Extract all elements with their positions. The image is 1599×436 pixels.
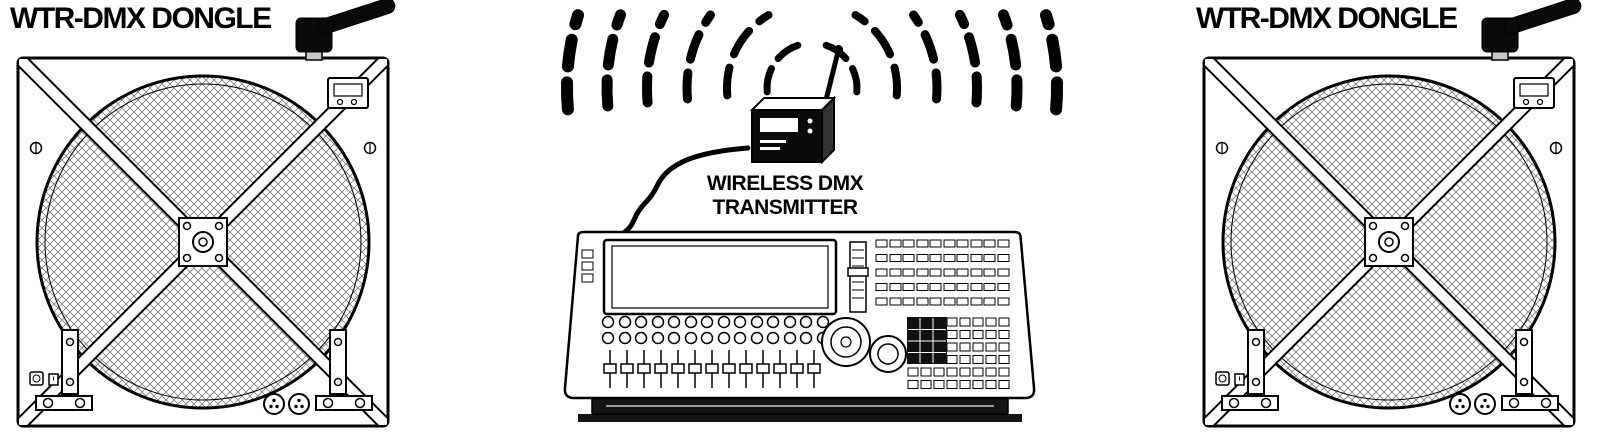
- transmitter-label-line2: TRANSMITTER: [712, 195, 859, 219]
- fan-unit-graphic-right: [1192, 0, 1587, 436]
- wireless-signal-waves: [567, 15, 1057, 110]
- console-wheels: [821, 317, 907, 373]
- center-section: WIRELESS DMX TRANSMITTER: [520, 0, 1080, 436]
- lighting-console-graphic: [563, 230, 1036, 422]
- console-side-buttons: [581, 249, 594, 283]
- console-foot: [578, 414, 1022, 422]
- transmitter-antenna: [823, 45, 844, 101]
- transmitter-label: WIRELESS DMX TRANSMITTER: [645, 172, 925, 219]
- device-label-left: WTR-DMX DONGLE: [10, 2, 272, 35]
- transmitter-label-line1: WIRELESS DMX: [706, 172, 864, 195]
- wireless-transmitter-graphic: [749, 45, 844, 165]
- fan-unit-graphic-left: [6, 0, 401, 436]
- center-graphic: [520, 0, 1080, 422]
- device-label-right: WTR-DMX DONGLE: [1196, 2, 1458, 35]
- left-fan-unit: WTR-DMX DONGLE: [6, 0, 401, 436]
- console-button-grid-lower: [907, 317, 1010, 389]
- console-screen: [602, 238, 838, 316]
- console-master-fader: [847, 241, 869, 313]
- right-fan-unit: WTR-DMX DONGLE: [1192, 0, 1587, 436]
